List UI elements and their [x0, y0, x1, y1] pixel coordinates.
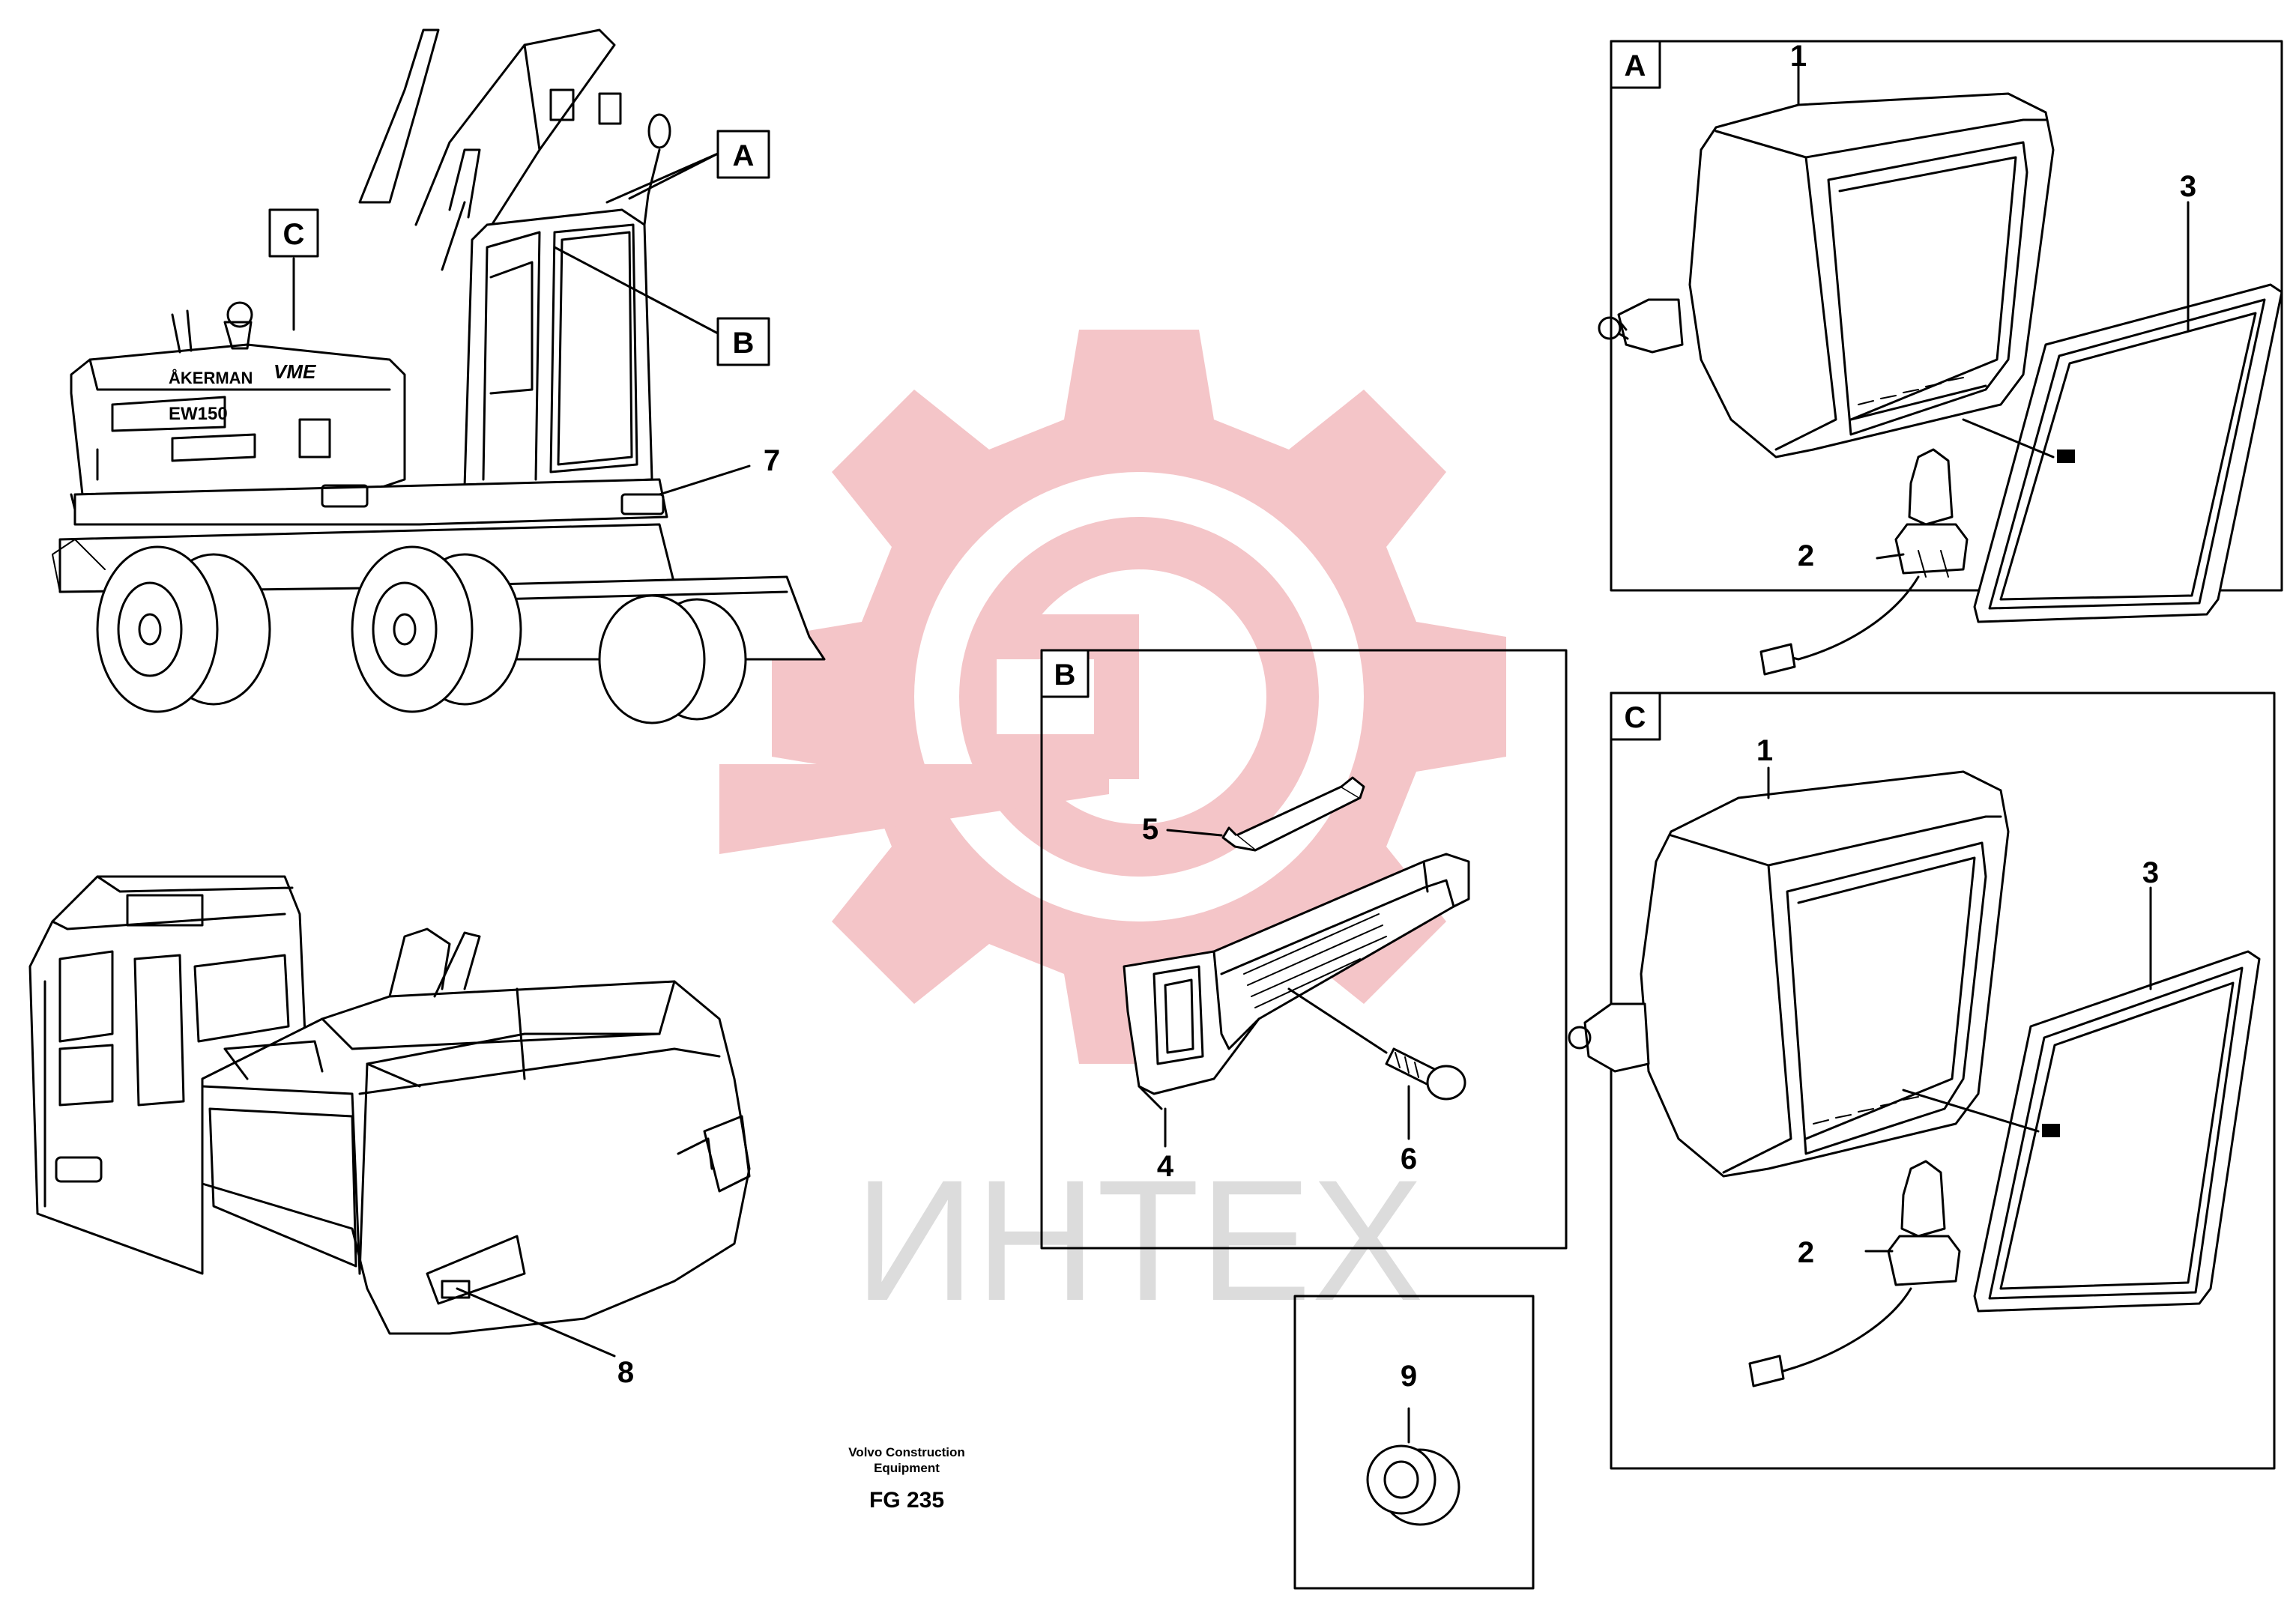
- crawler-excavator-illustration: [28, 875, 751, 1358]
- lens-gasket-a: [1962, 283, 2283, 623]
- work-lamp-a: [1598, 92, 2055, 458]
- callout-8: 8: [617, 1356, 634, 1389]
- bulb-socket-c: [1748, 1160, 1961, 1387]
- svg-text:C: C: [283, 218, 305, 251]
- bulb-socket-a: [1759, 448, 1969, 676]
- wheeled-excavator-illustration: ÅKERMAN EW150 VME: [52, 28, 826, 724]
- lamp-screw: [1287, 987, 1466, 1101]
- callout-7: 7: [764, 444, 780, 477]
- wheel-front-left: [351, 545, 522, 713]
- watermark-gear-logo: [719, 330, 1506, 1064]
- callout-a-1: 1: [1790, 40, 1807, 73]
- lens-gasket-c: [1902, 950, 2261, 1313]
- wheel-front-right: [598, 594, 747, 724]
- svg-text:B: B: [1054, 659, 1076, 691]
- detail-panel-c: C: [1568, 691, 2276, 1470]
- detail-frame-a: [1610, 40, 2283, 592]
- detail-label-box-b: [1040, 649, 1090, 698]
- svg-text:C: C: [1625, 701, 1646, 734]
- callout-b-4: 4: [1157, 1150, 1174, 1183]
- callout-b-5: 5: [1142, 813, 1158, 846]
- detail-label-box-c: [1610, 691, 1661, 741]
- callout-b-6: 6: [1401, 1143, 1417, 1175]
- callout-a-2: 2: [1798, 539, 1814, 572]
- callout-a-3: 3: [2180, 170, 2196, 203]
- grommet: [1366, 1407, 1460, 1526]
- detail-panel-b: B: [1040, 649, 1568, 1250]
- festoon-bulb: [1166, 776, 1365, 852]
- pointer-label-b: B: [716, 317, 770, 366]
- machine-logo-text: VME: [274, 360, 316, 383]
- work-lamp-c: [1568, 770, 2010, 1178]
- detail-panel-9: [1293, 1295, 1535, 1590]
- footer-company-line2: Equipment: [874, 1461, 940, 1475]
- svg-text:B: B: [733, 327, 755, 360]
- machine-brand-text: ÅKERMAN: [169, 368, 253, 387]
- footer-figure-code: FG 235: [869, 1488, 944, 1513]
- marker-lamp: [1123, 853, 1470, 1110]
- callout-c-3: 3: [2142, 856, 2159, 889]
- footer-company-line1: Volvo Construction: [848, 1445, 965, 1459]
- footer: Volvo Construction Equipment FG 235: [848, 1445, 965, 1513]
- detail-frame-b: [1040, 649, 1568, 1250]
- watermark: ИНТЕХ: [719, 330, 1506, 1337]
- callout-c-2: 2: [1798, 1236, 1814, 1269]
- callout-9: 9: [1401, 1360, 1417, 1393]
- machine-model-text: EW150: [169, 404, 228, 424]
- detail-frame-c: [1610, 691, 2276, 1470]
- svg-text:A: A: [1625, 49, 1646, 82]
- wheel-rear-left: [96, 545, 271, 713]
- detail-panel-a: A: [1598, 40, 2283, 676]
- detail-label-box-a: [1610, 40, 1661, 89]
- pointer-label-c: C: [268, 208, 319, 258]
- svg-text:A: A: [733, 139, 755, 172]
- pointer-label-a: A: [716, 130, 770, 179]
- detail-frame-9: [1293, 1295, 1535, 1590]
- callout-c-1: 1: [1756, 734, 1773, 767]
- watermark-text: ИНТЕХ: [854, 1144, 1424, 1337]
